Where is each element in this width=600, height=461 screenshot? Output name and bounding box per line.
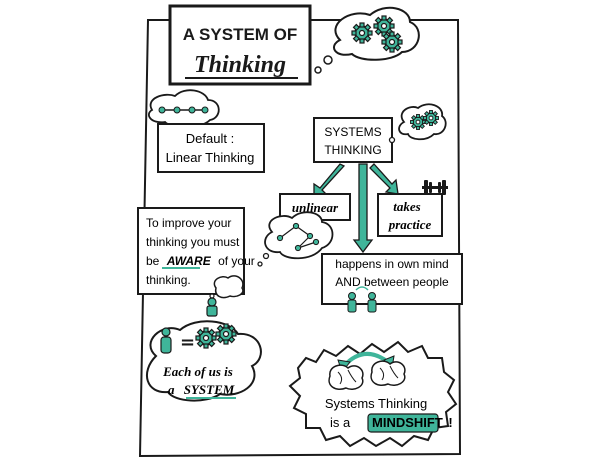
mindshift-line1: Systems Thinking [325,396,427,411]
mindshift-line2: is a MINDSHIFT ! [330,415,453,430]
awareness-line3: be AWARE of your [146,254,255,268]
two-people-icon [347,286,377,313]
systems-line1: SYSTEMS [324,125,381,139]
gear-icon [422,109,440,127]
awareness-line4: thinking. [146,273,191,287]
default-line2: Linear Thinking [166,150,255,165]
arrow-to-nonlinear [313,163,346,197]
title-line1: A SYSTEM OF [183,25,298,44]
mind-line2: AND between people [335,275,449,289]
arrow-to-mind [352,163,374,254]
brain-icon [328,364,364,390]
gear-icon [351,22,373,44]
gear-icon [215,323,237,345]
mind-line1: happens in own mind [335,257,448,271]
nonlinear-thought-cloud-icon [257,211,334,267]
practice-line1: takes [393,199,420,214]
awareness-line2: thinking you must [146,235,240,249]
practice-box [377,193,443,237]
practice-line2: practice [388,217,432,232]
equals-sign: = [180,332,195,353]
title-thought-cloud-icon [314,6,420,74]
brain-icon [370,360,406,386]
aware-person-icon [206,275,244,317]
each-line2: a SYSTEM [168,382,235,397]
title-line2: Thinking [194,52,286,78]
systems-thinking-box [313,117,393,163]
mind-box [321,253,463,305]
systems-thought-cloud-icon [388,103,447,144]
default-box [157,123,265,173]
mindshift-highlight [367,413,439,433]
gear-icon [381,31,403,53]
linear-thought-cloud-icon [148,89,220,128]
person-icon [160,327,172,354]
systems-line2: THINKING [324,143,381,157]
default-line1: Default : [186,131,234,146]
each-line1: Each of us is [162,364,233,379]
arrow-to-practice [369,163,399,195]
gear-icon [195,327,217,349]
nonlinear-label: unlinear [292,200,339,215]
title-box [168,4,312,86]
dumbbell-icon [422,180,448,195]
awareness-line1: To improve your [146,216,231,230]
